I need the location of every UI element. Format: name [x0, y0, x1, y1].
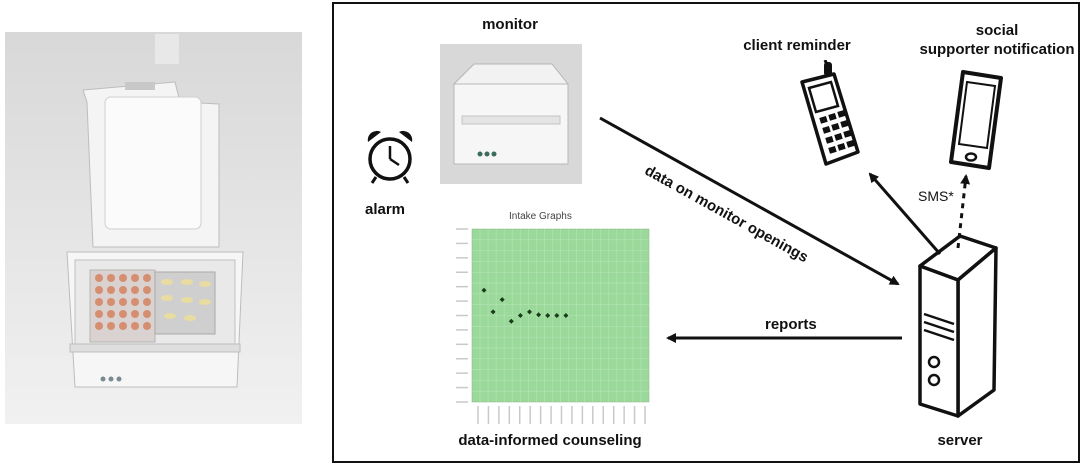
data-point	[499, 297, 505, 303]
data-point	[536, 312, 542, 318]
data-point	[563, 313, 569, 318]
reports-label: reports	[765, 316, 817, 333]
alarm-label: alarm	[364, 201, 406, 218]
social-label-line1: social	[975, 22, 1019, 39]
data-point	[527, 309, 532, 315]
mobile-phone-icon	[800, 60, 860, 166]
counseling-label: data-informed counseling	[458, 432, 642, 449]
data-point	[490, 309, 496, 315]
monitor-label: monitor	[482, 16, 538, 33]
data-arrow	[599, 116, 900, 286]
data-point	[554, 313, 560, 318]
smartphone-icon	[949, 70, 1003, 170]
server-label: server	[937, 432, 983, 449]
data-point	[545, 313, 551, 318]
monitor-photo	[440, 44, 582, 184]
server-icon	[918, 234, 998, 418]
graph-title: Intake Graphs	[509, 211, 572, 222]
blister-pack	[89, 269, 216, 343]
data-point	[517, 313, 523, 318]
diagram-frame	[332, 2, 1080, 463]
sms-arrow-social	[956, 174, 971, 249]
intake-graph	[456, 228, 650, 424]
monitor-box-icon	[440, 44, 582, 184]
alarm-clock-icon	[367, 130, 413, 184]
sms-label: SMS*	[918, 188, 954, 204]
pill-monitor-photo	[5, 32, 302, 424]
pill-box-illustration	[5, 32, 302, 424]
social-label-line2: supporter notification	[919, 41, 1075, 58]
sms-arrow-client	[868, 172, 942, 255]
data-point	[481, 287, 487, 293]
data-point	[508, 318, 514, 324]
client-reminder-label: client reminder	[743, 37, 851, 54]
